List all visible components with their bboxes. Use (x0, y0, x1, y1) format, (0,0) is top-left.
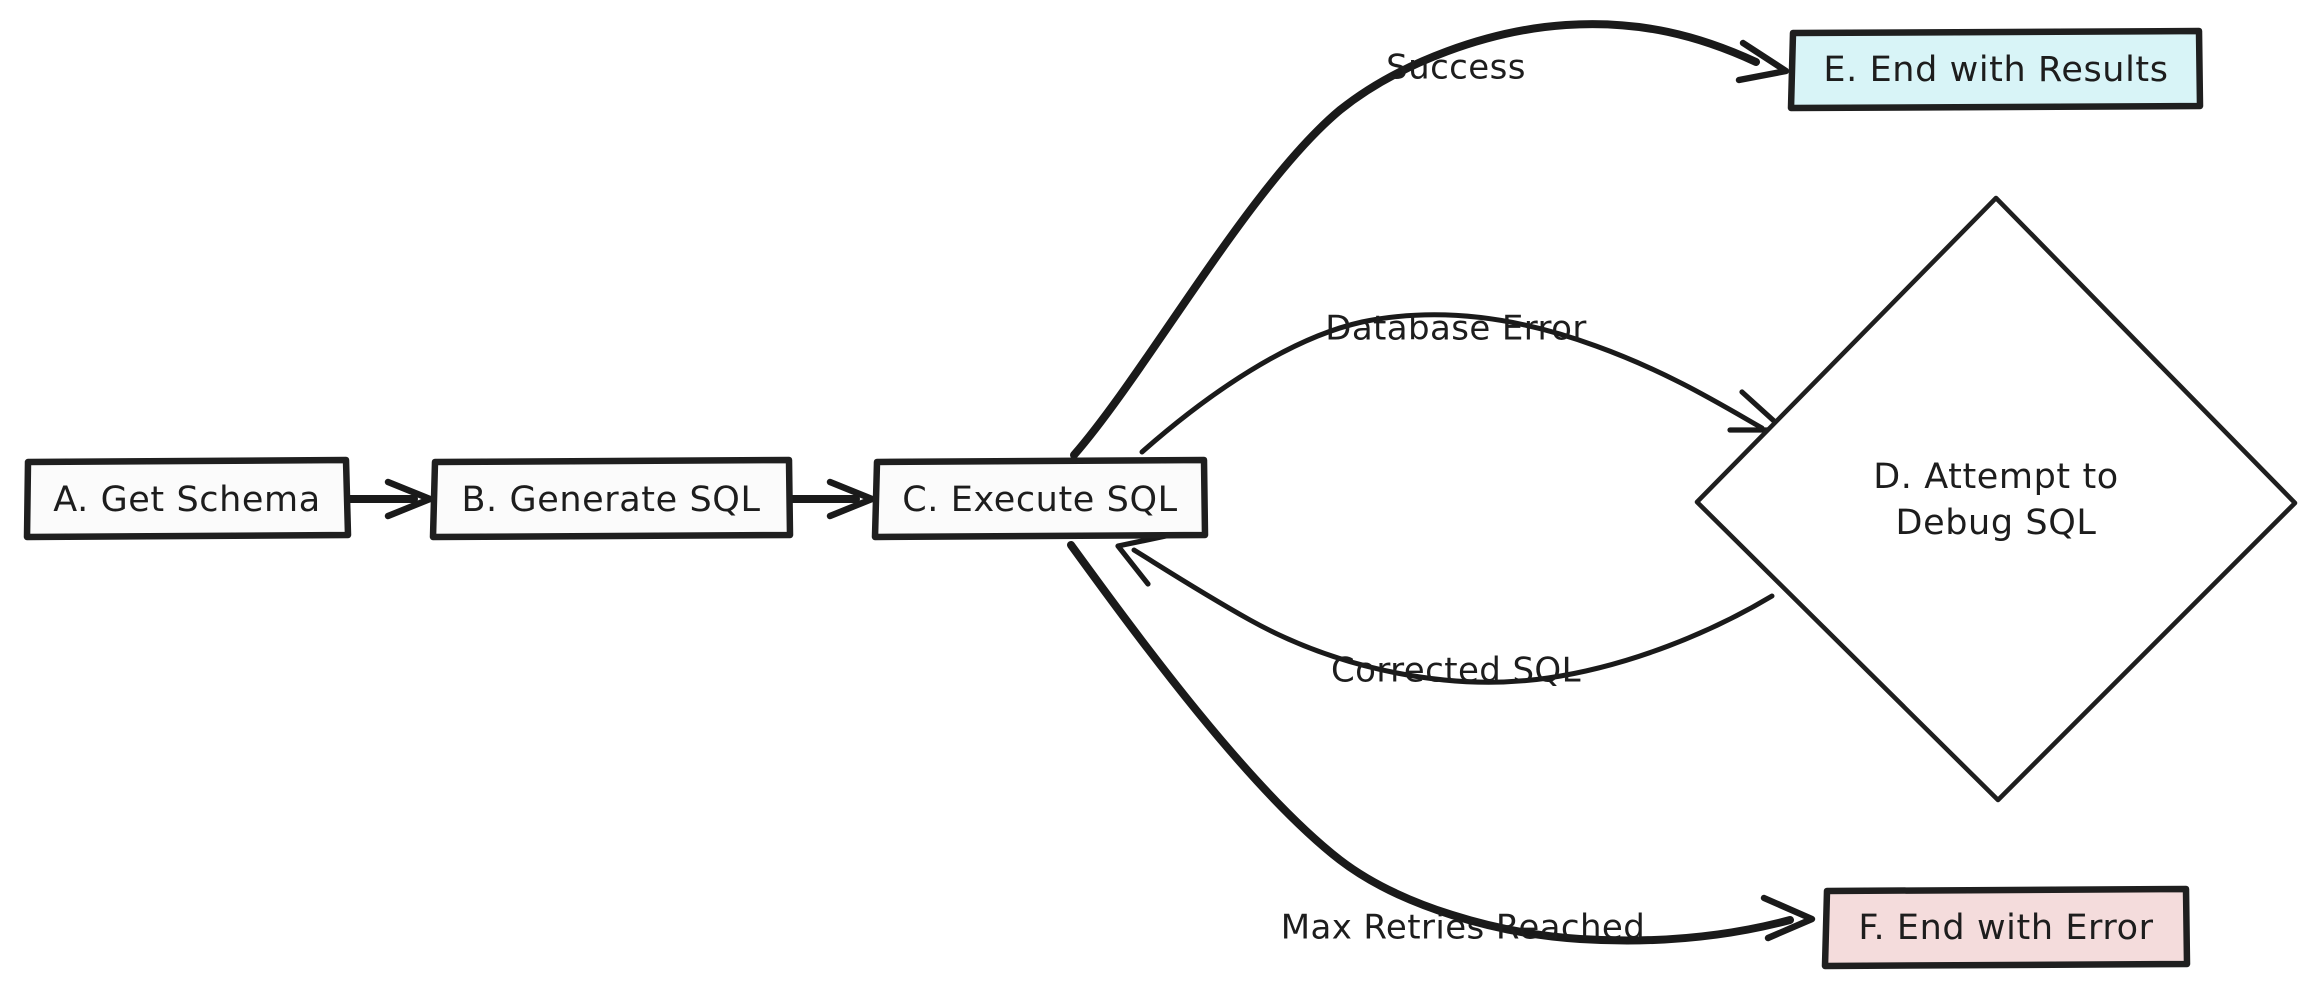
node-c-label: C. Execute SQL (902, 480, 1177, 520)
edge-b-to-c (788, 478, 876, 520)
node-d-shape (1694, 195, 2298, 803)
edge-label-success: Success (1386, 48, 1526, 88)
edge-c-to-f-arrowhead (1760, 894, 1816, 942)
edge-label-corrected-sql: Corrected SQL (1331, 651, 1581, 691)
node-a-get-schema[interactable]: A. Get Schema (23, 456, 352, 541)
node-d-label-line2: Debug SQL (1896, 503, 2097, 543)
node-d-label-line1: D. Attempt to (1873, 457, 2119, 497)
edge-a-to-b (346, 478, 434, 520)
edge-c-to-e-line (1070, 20, 1760, 459)
edge-label-max-retries-reached: Max Retries Reached (1281, 908, 1646, 948)
node-f-end-with-error[interactable]: F. End with Error (1821, 885, 2191, 970)
node-c-shape (871, 456, 1209, 541)
node-e-label: E. End with Results (1823, 50, 2168, 90)
node-d-attempt-to-debug-sql[interactable]: D. Attempt to Debug SQL (1694, 195, 2298, 803)
edge-c-to-e-arrowhead (1735, 39, 1790, 84)
edge-c-to-f-line (1067, 541, 1794, 945)
edge-label-database-error: Database Error (1325, 309, 1587, 349)
node-b-generate-sql[interactable]: B. Generate SQL (429, 456, 794, 541)
node-e-shape (1787, 27, 2204, 112)
node-e-end-with-results[interactable]: E. End with Results (1787, 27, 2204, 112)
node-f-label: F. End with Error (1858, 908, 2153, 948)
edge-b-to-c-arrowhead (826, 478, 876, 520)
node-c-execute-sql[interactable]: C. Execute SQL (871, 456, 1209, 541)
edge-c-to-e (1070, 20, 1790, 459)
edge-d-to-c (1115, 533, 1775, 685)
edge-a-to-b-arrowhead (384, 478, 434, 520)
edge-d-to-c-line (1131, 547, 1775, 685)
node-a-label: A. Get Schema (53, 480, 321, 520)
node-b-shape (429, 456, 794, 541)
node-f-shape (1821, 885, 2191, 970)
node-b-label: B. Generate SQL (461, 480, 760, 520)
edge-d-to-c-arrowhead (1115, 533, 1169, 587)
node-a-shape (23, 456, 352, 541)
edge-c-to-f (1067, 541, 1816, 945)
edge-c-to-d-line (1139, 312, 1765, 455)
